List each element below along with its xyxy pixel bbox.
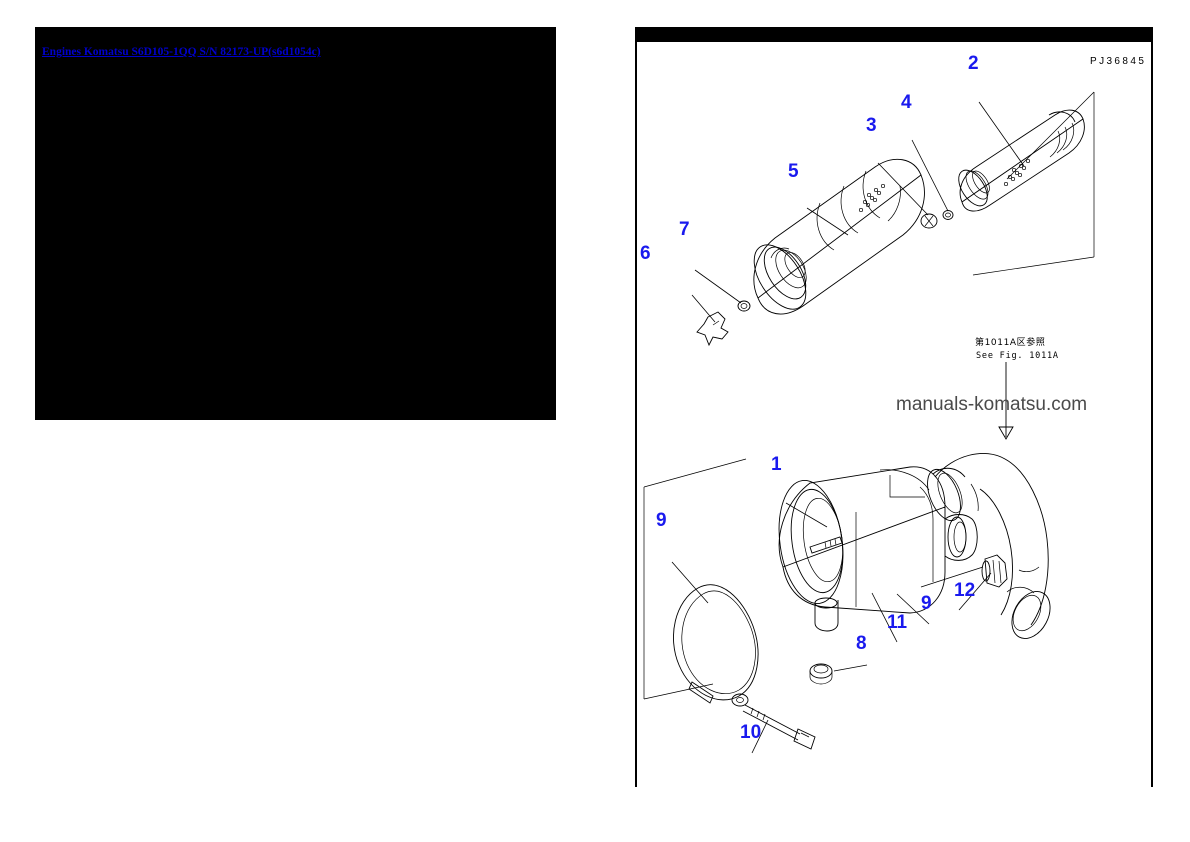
- diagram-right-border: [1151, 42, 1153, 787]
- figure-reference-en: See Fig. 1011A: [976, 351, 1059, 361]
- figure-reference-jp: 第1011A区参照: [975, 336, 1045, 348]
- part-code-label: PJ36845: [1090, 56, 1146, 67]
- wing-nut-washer: [737, 300, 751, 312]
- upper-mounting-plate: [972, 91, 1095, 276]
- watermark-text: manuals-komatsu.com: [896, 394, 1087, 415]
- diagram-left-border: [635, 32, 637, 787]
- callout-6: 6: [640, 243, 651, 264]
- callout-1: 1: [771, 454, 782, 475]
- callout-numbers: 2 4 3 5 7 6 1 9 11 9 12 8 10: [640, 53, 979, 743]
- air-cleaner-element-outer: [958, 109, 1085, 212]
- air-cleaner-body: [778, 466, 978, 632]
- breadcrumb-link[interactable]: Engines Komatsu S6D105-1QQ S/N 82173-UP(…: [42, 46, 321, 58]
- lower-leader-lines: [671, 502, 992, 754]
- clamp-bolt: [742, 704, 816, 750]
- parts-diagram-panel: 第1011A区参照 See Fig. 1011A manuals-komatsu…: [635, 27, 1153, 787]
- drain-valve-fitting: [981, 554, 1008, 588]
- callout-9-right: 9: [921, 593, 932, 614]
- callout-3: 3: [866, 115, 877, 136]
- wing-bolt: [696, 311, 729, 347]
- callout-12: 12: [954, 580, 975, 601]
- drain-washer: [809, 663, 833, 685]
- callout-2: 2: [968, 53, 979, 74]
- callout-5: 5: [788, 161, 799, 182]
- callout-7: 7: [679, 219, 690, 240]
- upper-leader-lines: [691, 101, 1025, 323]
- image-placeholder-panel: Engines Komatsu S6D105-1QQ S/N 82173-UP(…: [35, 27, 556, 420]
- callout-4: 4: [901, 92, 912, 113]
- nut-washer-upper: [920, 210, 954, 229]
- diagram-top-black-bar: [635, 27, 1153, 42]
- callout-10: 10: [740, 722, 761, 743]
- callout-8: 8: [856, 633, 867, 654]
- parts-diagram-drawing: 第1011A区参照 See Fig. 1011A manuals-komatsu…: [640, 53, 1146, 754]
- air-intake-hose: [927, 452, 1051, 639]
- callout-9-left: 9: [656, 510, 667, 531]
- air-cleaner-element-inner: [753, 158, 925, 315]
- callout-11: 11: [887, 612, 908, 633]
- lower-mounting-plate: [643, 458, 747, 700]
- clamp-band: [673, 584, 759, 707]
